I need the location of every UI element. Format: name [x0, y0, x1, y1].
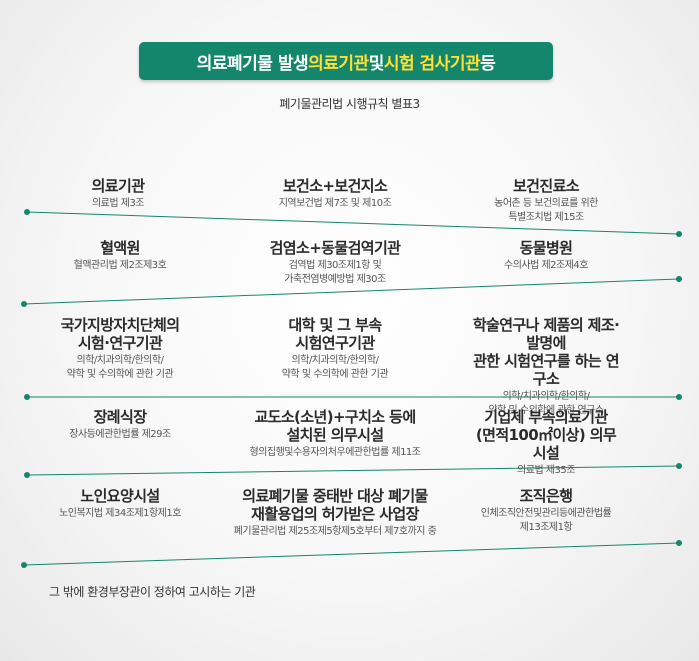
divider-dot — [21, 301, 27, 307]
facility-law: 검역법 제30조제1항 및 가축전염병예방법 제30조 — [284, 260, 386, 285]
divider-line-4 — [26, 465, 680, 476]
facility-law: 의학/치과의학/한의학/ 약학 및 수의학에 관한 연구소 — [488, 391, 604, 416]
facility-research-lab: 학술연구나 제품의 제조·발명에 관한 시험연구를 하는 연구소 의학/치과의학… — [470, 316, 623, 418]
facility-tissue-bank: 조직은행 인체조직안전및관리등에관한법률 제13조제1항 — [481, 487, 612, 535]
facility-name: 조직은행 — [519, 487, 573, 505]
footer-note: 그 밖에 환경부장관이 정하여 고시하는 기관 — [49, 585, 256, 599]
divider-dot — [676, 231, 682, 237]
title-highlight-testing: 시험 검사기관 — [383, 53, 481, 74]
facility-name: 보건진료소 — [512, 177, 580, 195]
facility-law: 의료법 제35조 — [517, 465, 575, 476]
divider-dot — [24, 472, 30, 478]
facility-name: 검염소+동물검역기관 — [269, 239, 401, 257]
facility-blood-center: 혈액원 혈액관리법 제2조제3호 — [74, 239, 167, 273]
title-prefix: 의료폐기물 발생 — [196, 53, 309, 74]
facility-name: 교도소(소년)+구치소 등에 설치된 의무시설 — [254, 408, 416, 444]
facility-prison-clinic: 교도소(소년)+구치소 등에 설치된 의무시설 형의집행및수용자의처우에관한법률… — [249, 408, 421, 460]
title-suffix: 등 — [480, 53, 496, 74]
facility-name: 학술연구나 제품의 제조·발명에 관한 시험연구를 하는 연구소 — [472, 316, 620, 388]
title-banner: 의료폐기물 발생 의료기관 및 시험 검사기관 등 — [139, 42, 553, 80]
facility-nursing-home: 노인요양시설 노인복지법 제34조제1항제1호 — [59, 487, 181, 521]
divider-dot — [676, 276, 682, 282]
facility-name: 국가지방자치단체의 시험·연구기관 — [60, 316, 180, 352]
facility-name: 장례식장 — [93, 408, 147, 426]
facility-law: 장사등에관한법률 제29조 — [69, 429, 171, 440]
facility-company-clinic: 기업체 부속의료기관 (면적100㎡이상) 의무시설 의료법 제35조 — [470, 408, 623, 478]
facility-name: 대학 및 그 부속 시험연구기관 — [288, 316, 382, 352]
facility-law: 농어촌 등 보건의료를 위한 특별조치법 제15조 — [494, 198, 598, 223]
facility-name: 의료기관 — [91, 177, 145, 195]
facility-animal-hospital: 동물병원 수의사법 제2조제4호 — [503, 239, 589, 273]
facility-govt-research: 국가지방자치단체의 시험·연구기관 의학/치과의학/한의학/ 약학 및 수의학에… — [61, 316, 180, 382]
facility-university-research: 대학 및 그 부속 시험연구기관 의학/치과의학/한의학/ 약학 및 수의학에 … — [281, 316, 389, 382]
title-mid: 및 — [368, 53, 385, 74]
facility-law: 지역보건법 제7조 및 제10조 — [278, 198, 392, 209]
divider-dot — [24, 209, 30, 215]
divider-dot — [676, 463, 682, 469]
facility-name: 노인요양시설 — [80, 487, 160, 505]
facility-quarantine-center: 검염소+동물검역기관 검역법 제30조제1항 및 가축전염병예방법 제30조 — [270, 239, 401, 287]
facility-health-clinic: 보건진료소 농어촌 등 보건의료를 위한 특별조치법 제15조 — [494, 177, 598, 225]
facility-recycling-site: 의료폐기물 중태반 대상 폐기물 재활용업의 허가받은 사업장 폐기물관리법 제… — [234, 487, 437, 539]
divider-line-2 — [23, 278, 680, 305]
facility-medical-institution: 의료기관 의료법 제3조 — [92, 177, 145, 211]
facility-law: 수의사법 제2조제4호 — [503, 260, 589, 271]
facility-name: 의료폐기물 중태반 대상 폐기물 재활용업의 허가받은 사업장 — [242, 487, 428, 523]
divider-line-5 — [23, 542, 680, 566]
title-highlight-medical: 의료기관 — [308, 53, 369, 74]
divider-dot — [21, 562, 27, 568]
divider-dot — [676, 394, 682, 400]
facility-health-center: 보건소+보건지소 지역보건법 제7조 및 제10조 — [279, 177, 392, 211]
facility-funeral-hall: 장례식장 장사등에관한법률 제29조 — [69, 408, 171, 442]
facility-law: 형의집행및수용자의처우에관한법률 제11조 — [249, 447, 421, 458]
facility-name: 동물병원 — [519, 239, 573, 257]
facility-law: 의학/치과의학/한의학/ 약학 및 수의학에 관한 기관 — [281, 355, 389, 380]
facility-name: 보건소+보건지소 — [282, 177, 388, 195]
subtitle: 폐기물관리법 시행규칙 별표3 — [279, 97, 420, 111]
facility-law: 인체조직안전및관리등에관한법률 제13조제1항 — [480, 508, 612, 533]
facility-law: 의학/치과의학/한의학/ 약학 및 수의학에 관한 기관 — [66, 355, 174, 380]
facility-law: 폐기물관리법 제25조제5항제5호부터 제7호까지 중 — [233, 526, 437, 537]
facility-law: 혈액관리법 제2조제3호 — [73, 260, 167, 271]
facility-name: 기업체 부속의료기관 (면적100㎡이상) 의무시설 — [475, 408, 617, 462]
divider-line-1 — [26, 211, 680, 235]
divider-dot — [24, 394, 30, 400]
facility-law: 의료법 제3조 — [91, 198, 145, 209]
facility-name: 혈액원 — [100, 239, 140, 257]
facility-law: 노인복지법 제34조제1항제1호 — [59, 508, 181, 519]
divider-dot — [676, 540, 682, 546]
